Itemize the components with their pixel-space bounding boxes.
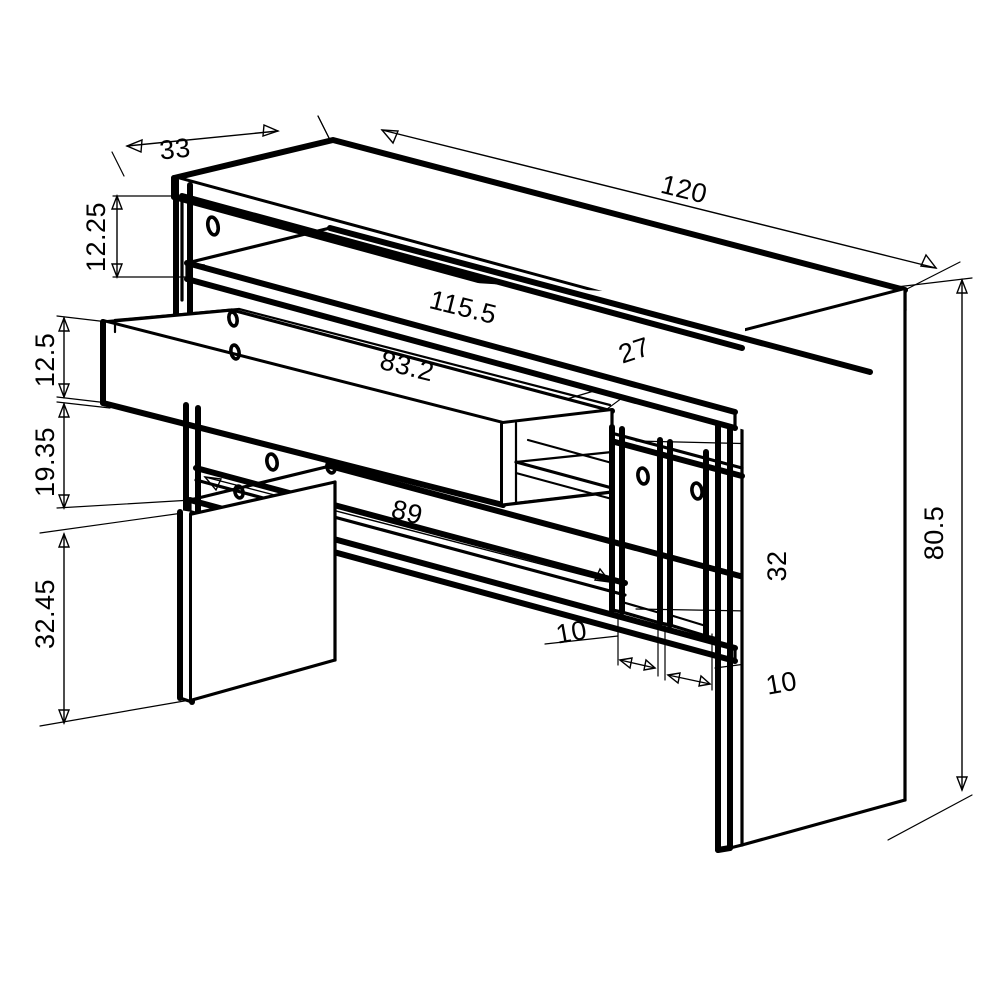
cam-lock-icon xyxy=(233,484,245,500)
dimension-label-80-5: 80.5 xyxy=(919,506,949,561)
niche-bottom-ledges xyxy=(620,600,708,638)
cam-lock-icon xyxy=(227,310,239,328)
dimension-label-32: 32 xyxy=(762,550,792,581)
cam-lock-icon xyxy=(325,459,337,475)
cam-lock-icon xyxy=(229,343,241,361)
dimension-label-89: 89 xyxy=(388,494,425,531)
dimension-label-12-5: 12.5 xyxy=(30,333,60,388)
dimension-drawer-height xyxy=(56,315,109,404)
dimension-lower-gap xyxy=(56,401,193,510)
right-inner-shelf-segment xyxy=(514,438,614,501)
niche-divider-1 xyxy=(609,424,625,615)
cam-lock-icon xyxy=(690,481,704,501)
dimension-label-19-35: 19.35 xyxy=(30,427,60,497)
furniture-body xyxy=(100,137,908,853)
dimension-niche-width-left xyxy=(544,612,659,677)
dimension-label-120: 120 xyxy=(658,169,710,209)
dimension-label-10-right: 10 xyxy=(764,666,800,701)
dimension-total-height xyxy=(887,277,973,841)
cam-lock-group xyxy=(205,215,704,501)
niche-divider-3 xyxy=(703,449,720,641)
left-leg-panel xyxy=(177,480,337,705)
dimension-label-10-left: 10 xyxy=(554,615,590,650)
dimension-label-12-25: 12.25 xyxy=(81,202,111,272)
back-panel-upper xyxy=(179,193,745,351)
cam-lock-icon xyxy=(636,466,650,486)
right-side-panel xyxy=(715,288,907,853)
upper-shelf xyxy=(184,225,873,431)
dimension-label-33: 33 xyxy=(158,133,192,166)
cam-lock-icon xyxy=(265,452,279,472)
cam-lock-icon xyxy=(205,215,221,237)
dimension-leg-height xyxy=(39,511,191,727)
niche-divider-2 xyxy=(657,437,673,628)
dimension-label-32-45: 32.45 xyxy=(30,579,60,649)
